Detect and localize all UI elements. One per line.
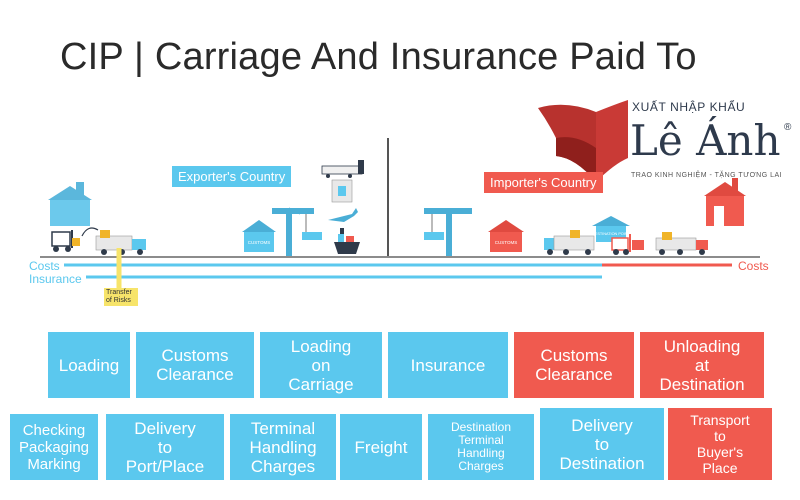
importer-port-crane-icon	[424, 208, 472, 256]
row1-box-5: Unloading at Destination	[640, 332, 764, 398]
importer-country-tag: Importer's Country	[484, 172, 603, 193]
logo-name: Lê Ánh	[630, 116, 781, 165]
row2-box-4: Destination Terminal Handling Charges	[428, 414, 534, 480]
logo-registered: ®	[784, 122, 792, 133]
row1-box-4: Customs Clearance	[514, 332, 634, 398]
rail-car-icon	[331, 179, 353, 203]
exporter-customs-icon	[242, 220, 276, 252]
row1-box-0: Loading	[48, 332, 130, 398]
logo-mark	[538, 100, 628, 182]
train-icon	[321, 160, 364, 178]
destination-icon-label: DESTINATION POINT	[592, 232, 631, 236]
transfer-of-risks-label: Transfer of Risks	[104, 288, 138, 306]
row2-box-0: Checking Packaging Marking	[10, 414, 98, 480]
page-title: CIP | Carriage And Insurance Paid To	[60, 36, 697, 78]
logo-tagline-top: XUẤT NHẬP KHẨU	[632, 100, 746, 114]
row2-box-3: Freight	[340, 414, 422, 480]
shipping-scene: CUSTOMS	[40, 138, 760, 290]
forklift-icon	[611, 234, 644, 255]
customs-icon-label: CUSTOMS	[248, 240, 270, 245]
logo-slogan: TRAO KINH NGHIỆM - TẶNG TƯƠNG LAI	[631, 172, 783, 179]
row1-box-3: Insurance	[388, 332, 508, 398]
row2-box-6: Transport to Buyer's Place	[668, 408, 772, 480]
port-crane-icon	[272, 207, 322, 256]
loading-arrow-icon	[81, 227, 99, 237]
row2-box-1: Delivery to Port/Place	[106, 414, 224, 480]
forklift-icon	[51, 230, 80, 252]
exporter-country-tag: Exporter's Country	[172, 166, 292, 187]
truck-icon	[655, 232, 708, 255]
airplane-icon	[328, 208, 358, 222]
row1-box-2: Loading on Carriage	[260, 332, 382, 398]
truck-icon	[544, 230, 595, 255]
row1-box-1: Customs Clearance	[136, 332, 254, 398]
cargo-ship-icon	[334, 228, 360, 254]
insurance-label: Insurance	[29, 272, 82, 286]
importer-customs-icon	[488, 220, 524, 252]
costs-label-right: Costs	[738, 259, 769, 273]
row2-box-5: Delivery to Destination	[540, 408, 664, 480]
seller-warehouse-icon	[48, 182, 92, 226]
buyer-warehouse-icon	[704, 178, 746, 226]
customs-icon-label: CUSTOMS	[495, 240, 517, 245]
costs-label-left: Costs	[29, 259, 60, 273]
row2-box-2: Terminal Handling Charges	[230, 414, 336, 480]
